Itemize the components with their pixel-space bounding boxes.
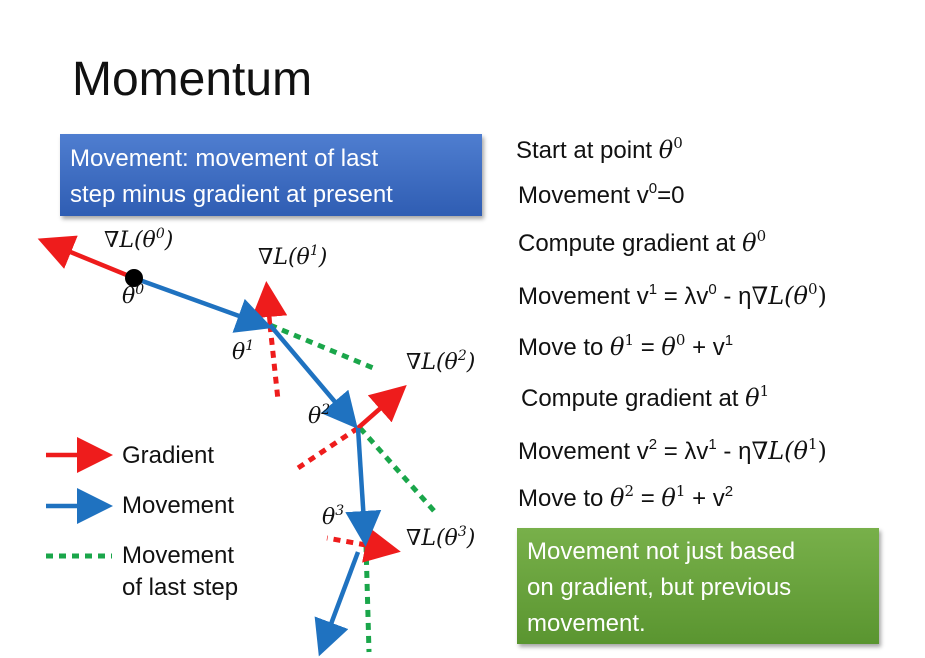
step-compute-gradient-0: Compute gradient at θ0 (518, 227, 767, 258)
gradient-arrow-0 (37, 235, 135, 281)
last-step-line-2 (358, 426, 437, 514)
summary-line-1: Movement not just based (527, 538, 796, 565)
last-step-line-3 (363, 544, 372, 653)
label-grad-3: ∇L(θ3) (406, 524, 476, 551)
definition-line-1: Movement: movement of last (70, 145, 379, 172)
summary-line-3: movement. (527, 610, 646, 637)
label-theta-3: θ3 (322, 503, 345, 530)
start-point (125, 269, 143, 287)
label-grad-1: ∇L(θ1) (258, 243, 328, 270)
gradient-arrow-2 (356, 385, 407, 430)
gradient-arrow-3 (362, 527, 401, 563)
summary-callout: Movement not just based on gradient, but… (517, 528, 879, 644)
gradient-arrow-1 (251, 281, 288, 326)
legend-last-step-line1: Movement (122, 542, 235, 569)
label-grad-2: ∇L(θ2) (406, 348, 476, 375)
slide-title: Momentum (72, 53, 313, 106)
neg-gradient-line-2 (296, 425, 360, 471)
step-movement-1: Movement v1 = λv0 - η∇L(θ0) (518, 280, 827, 311)
step-move-1: Move to θ1 = θ0 + v1 (518, 331, 734, 362)
movement-arrow-3 (345, 427, 382, 547)
legend-movement-label: Movement (122, 492, 235, 519)
movement-arrow-1 (133, 275, 273, 333)
step-init-movement: Movement v0=0 (518, 180, 685, 209)
step-move-2: Move to θ2 = θ1 + v2 (518, 482, 734, 513)
legend-gradient-label: Gradient (122, 442, 215, 469)
label-theta-2: θ2 (308, 402, 331, 429)
step-compute-gradient-1: Compute gradient at θ1 (521, 382, 770, 413)
step-movement-2: Movement v2 = λv1 - η∇L(θ1) (518, 435, 827, 466)
label-theta-0: θ0 (122, 282, 145, 309)
summary-line-2: on gradient, but previous (527, 574, 792, 601)
label-grad-0: ∇L(θ0) (104, 226, 174, 253)
legend-last-step-label: Movement of last step (122, 540, 238, 604)
step-start: Start at point θ0 (516, 134, 683, 165)
label-theta-1: θ1 (232, 338, 255, 365)
legend-last-step-line2: of last step (122, 574, 239, 601)
movement-arrow-4 (314, 551, 361, 657)
definition-callout: Movement: movement of last step minus gr… (60, 134, 482, 216)
neg-gradient-line-3 (326, 535, 367, 548)
movement-arrow-2 (268, 323, 358, 429)
definition-line-2: step minus gradient at present (70, 181, 393, 208)
last-step-line-1 (269, 322, 379, 373)
